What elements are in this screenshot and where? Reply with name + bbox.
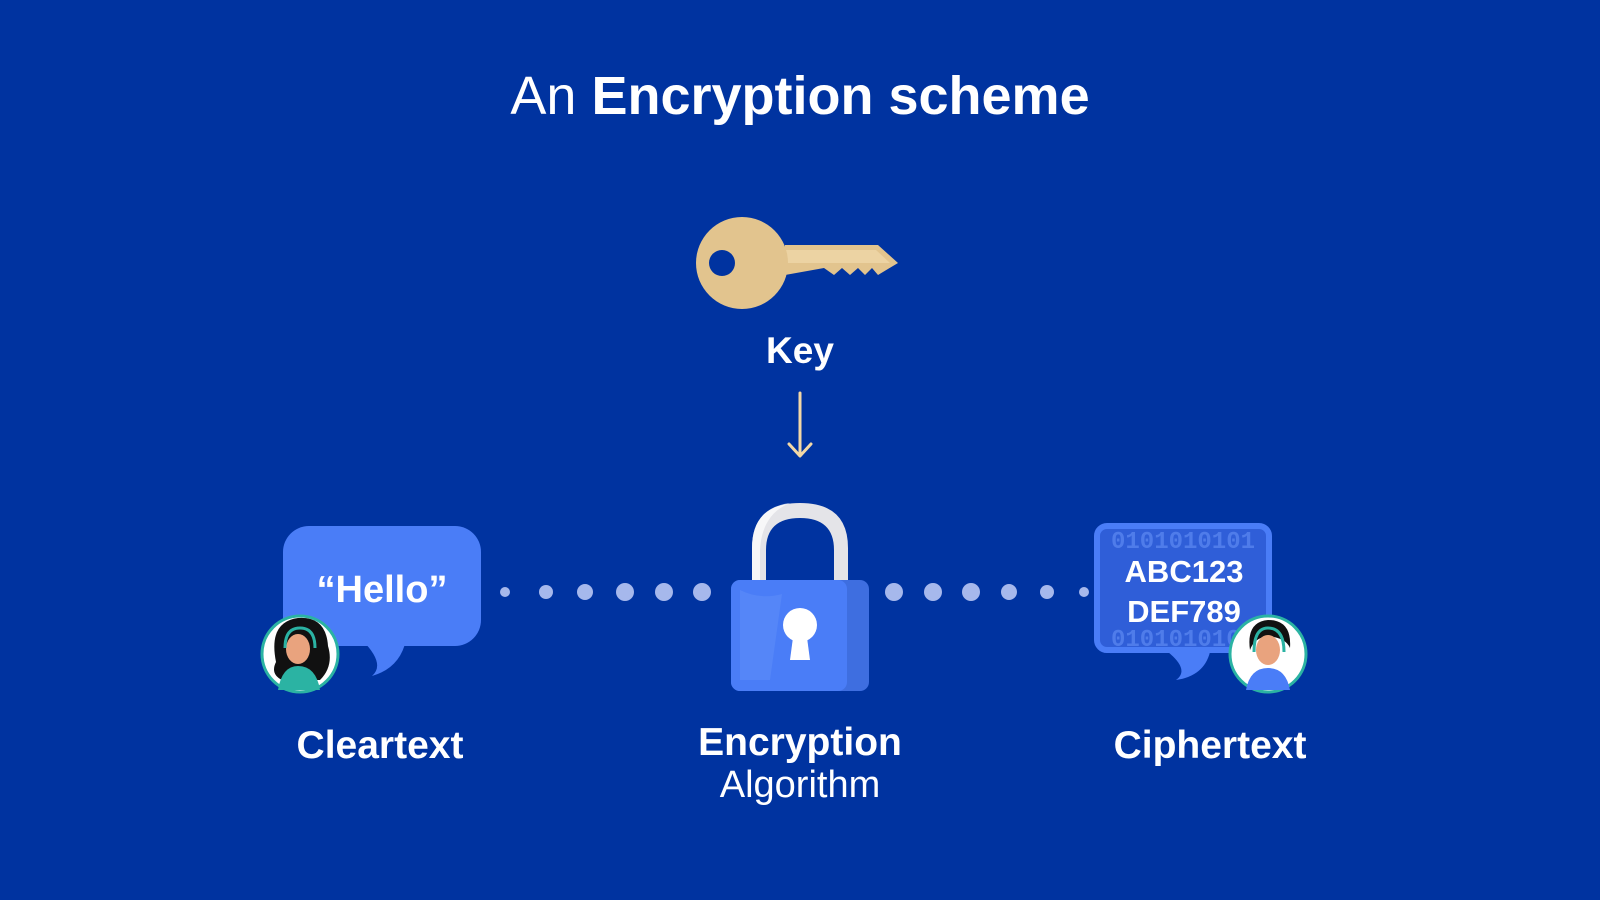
algorithm-label-line-1: Encryption (698, 721, 902, 764)
ciphertext-line-2: DEF789 (1127, 594, 1241, 629)
speech-bubble-icon (283, 526, 481, 676)
cleartext-label: Cleartext (296, 724, 464, 767)
page-title: An Encryption scheme (0, 64, 1600, 128)
down-arrow-icon (787, 391, 813, 458)
cipher-bubble-icon: 0101010101 0101010101 (1094, 523, 1272, 680)
dotted-connector-right (885, 583, 1089, 601)
padlock-icon (731, 503, 869, 691)
ciphertext-label: Ciphertext (1113, 724, 1307, 767)
avatar-icon (260, 614, 340, 694)
dotted-connector-left (500, 583, 711, 601)
algorithm-label: Encryption Algorithm (640, 721, 960, 807)
title-prefix: An (510, 66, 577, 126)
key-icon (696, 217, 898, 309)
ciphertext-line-1: ABC123 (1124, 554, 1244, 589)
ciphertext-message: ABC123 DEF789 (1094, 552, 1274, 632)
title-emphasis: Encryption scheme (591, 66, 1090, 126)
cleartext-message: “Hello” (316, 569, 448, 611)
key-label: Key (766, 330, 834, 371)
avatar-icon (1228, 614, 1308, 694)
binary-pattern-top: 0101010101 (1111, 529, 1255, 556)
algorithm-label-line-2: Algorithm (719, 764, 881, 806)
